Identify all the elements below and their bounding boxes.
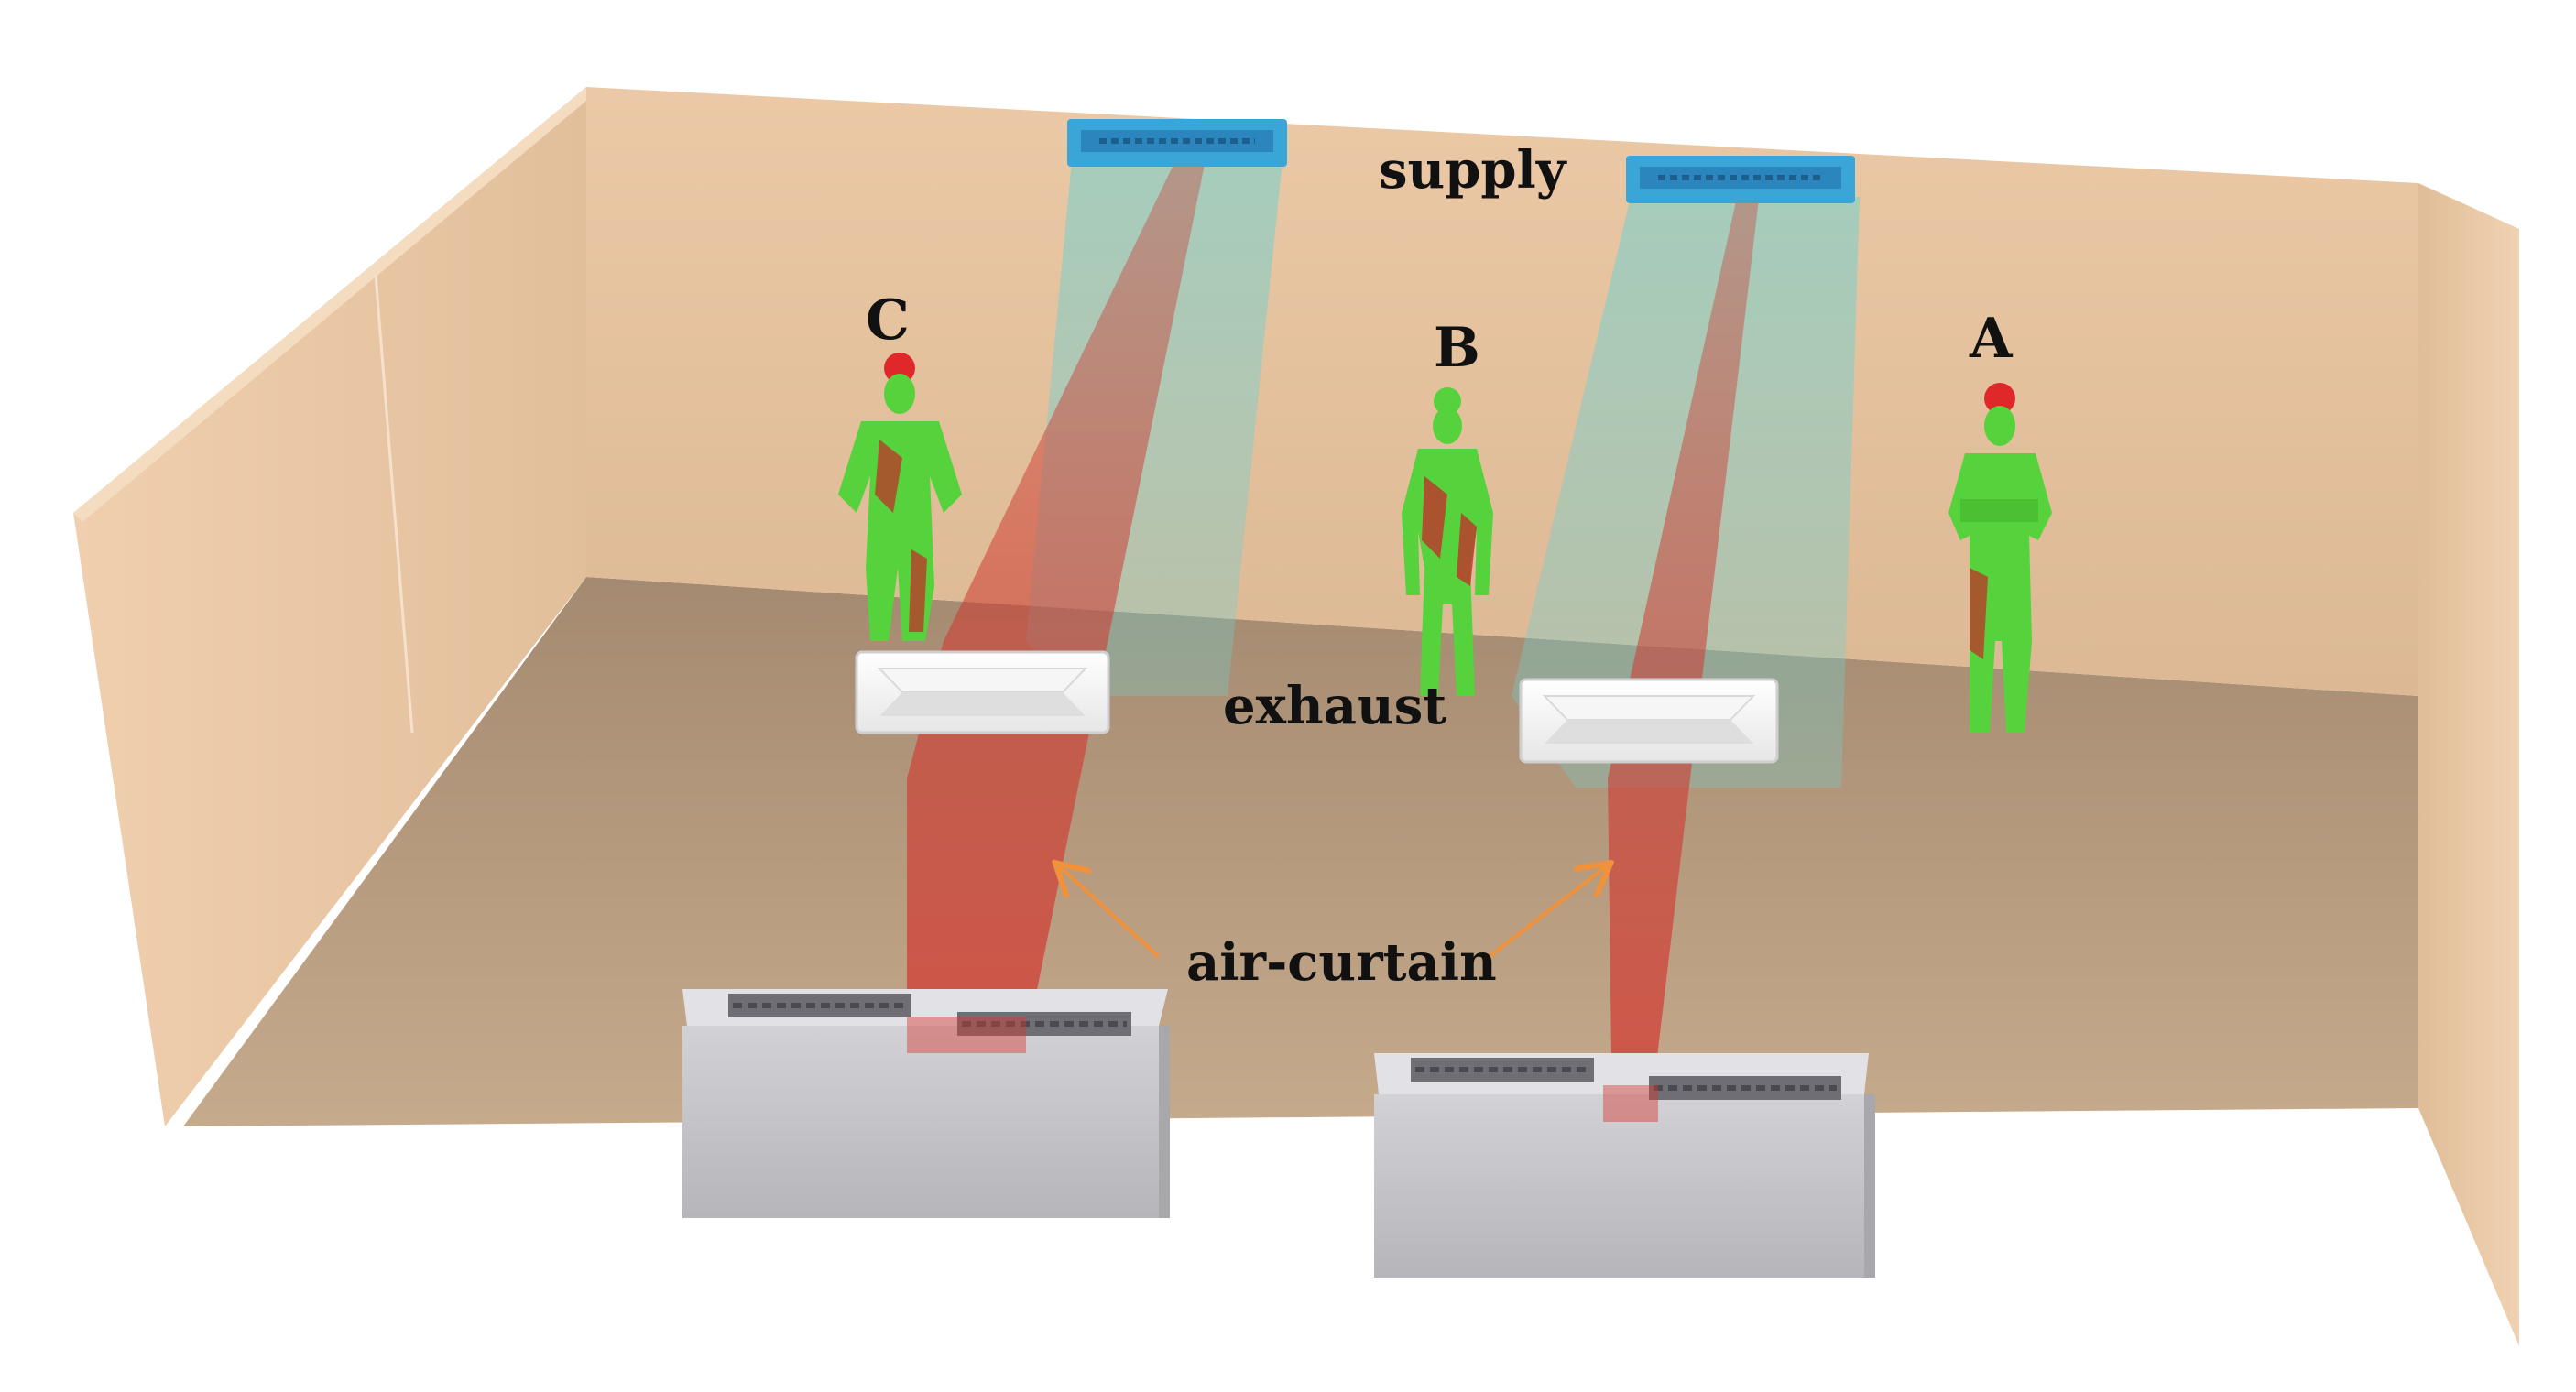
person-b-label: B [1434, 316, 1480, 380]
left-wall [73, 87, 586, 1126]
wall-seam [374, 274, 414, 734]
air-curtain-jet-right [1608, 160, 1763, 1126]
person-c [838, 353, 962, 641]
air-curtain-unit-left [682, 989, 1170, 1218]
person-a [1948, 383, 2052, 733]
arrow-icon [1058, 865, 1161, 959]
right-wall [2418, 183, 2519, 1346]
helmet-icon [884, 353, 915, 384]
supply-vent-right [1626, 156, 1855, 203]
arrow-icon [1487, 865, 1608, 959]
left-wall-front [73, 87, 586, 522]
exhaust-panel-right [1519, 678, 1779, 764]
supply-vent-left [1067, 119, 1287, 167]
helmet-icon [1984, 383, 2015, 414]
air-curtain-unit-right [1374, 1053, 1875, 1278]
air-curtain-jet-left [907, 119, 1214, 1044]
person-c-label: C [866, 288, 910, 353]
supply-label: supply [1379, 140, 1567, 201]
exhaust-panel-left [855, 650, 1110, 734]
exhaust-label: exhaust [1223, 676, 1446, 736]
air-curtain-label: air-curtain [1186, 932, 1497, 993]
person-b [1402, 387, 1493, 696]
person-a-label: A [1969, 307, 2014, 371]
